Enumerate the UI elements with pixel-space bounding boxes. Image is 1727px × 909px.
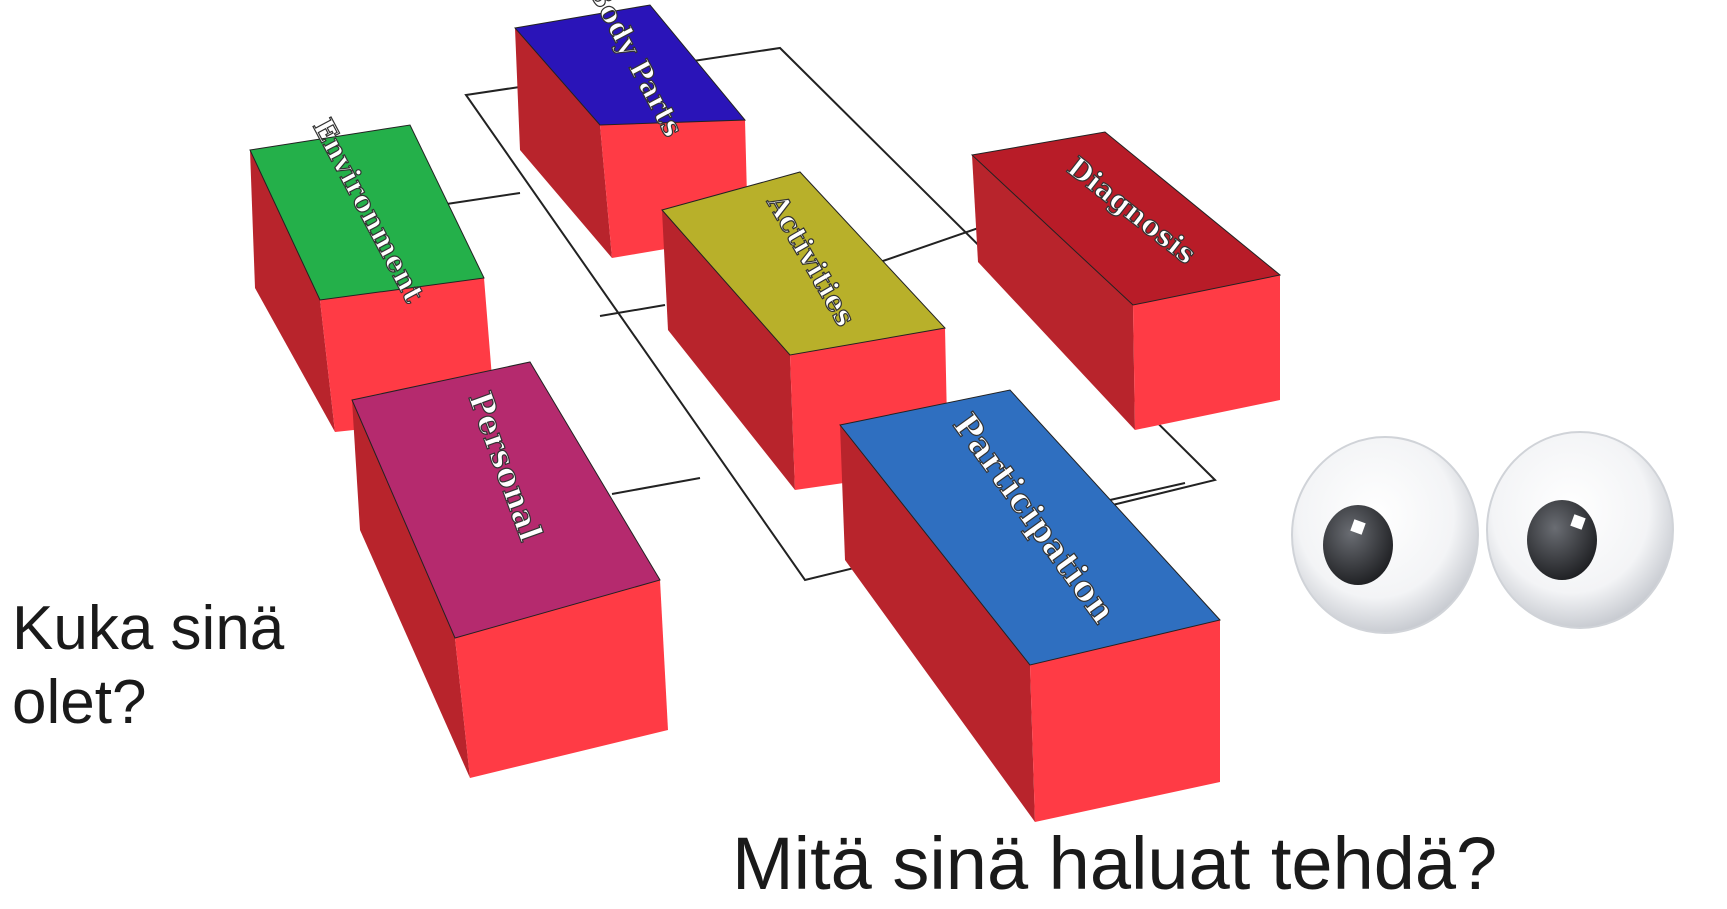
connector-activities xyxy=(599,304,666,317)
block-front xyxy=(455,580,668,778)
connector-participation-right xyxy=(1109,482,1186,501)
block-side-dark xyxy=(972,155,1135,430)
right-eye-glint xyxy=(1570,514,1586,530)
block-side-dark xyxy=(352,400,470,778)
connector-environment xyxy=(439,192,521,206)
block-front xyxy=(1030,620,1220,822)
block-diagnosis: Diagnosis xyxy=(970,131,1282,430)
block-side-dark xyxy=(662,210,795,490)
block-top xyxy=(249,124,485,301)
block-environment: Environment xyxy=(249,113,495,432)
connector-personal xyxy=(611,477,701,495)
question-what-do-you-want: Mitä sinä haluat tehdä? xyxy=(732,822,1498,905)
block-front xyxy=(1133,275,1280,430)
block-participation: Participation xyxy=(839,389,1221,822)
right-pupil xyxy=(1527,500,1597,580)
block-top xyxy=(351,361,661,639)
block-side-dark xyxy=(250,150,335,432)
left-eye-glint xyxy=(1350,519,1366,535)
block-top xyxy=(970,131,1282,306)
left-pupil xyxy=(1323,505,1393,585)
block-personal: Personal xyxy=(351,361,668,778)
block-side-dark xyxy=(840,425,1035,822)
block-top xyxy=(514,4,747,126)
googly-eyes-icon xyxy=(1291,431,1674,634)
block-side-dark xyxy=(515,28,612,258)
block-top xyxy=(839,389,1221,666)
question-who-are-you: Kuka sinä olet? xyxy=(12,594,285,738)
block-top xyxy=(661,171,946,356)
